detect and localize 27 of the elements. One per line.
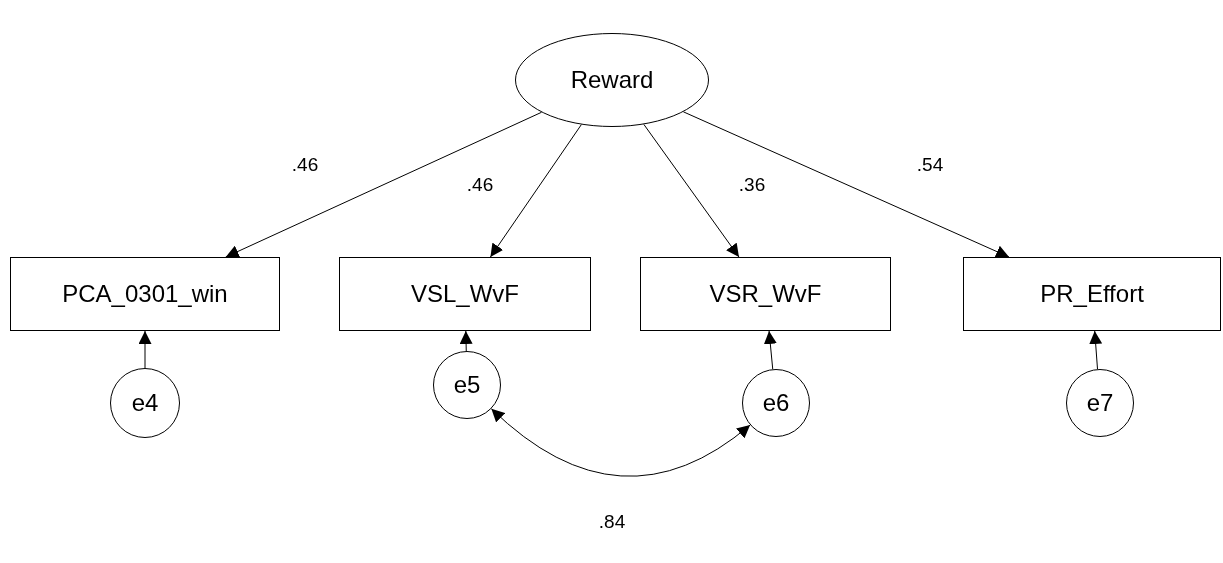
- path-arrow: [682, 111, 1010, 258]
- path-arrow: [489, 124, 582, 258]
- variable-name: VSL_WvF: [411, 280, 519, 308]
- variable-name: e5: [453, 371, 481, 399]
- latent-variable-ellipse: [515, 33, 709, 127]
- observed-variable-box: [963, 257, 1221, 331]
- observed-variable-box: [640, 257, 891, 331]
- variable-name: e7: [1086, 389, 1114, 417]
- path-arrow: [643, 123, 740, 258]
- path-arrow: [225, 111, 543, 258]
- variable-name: Reward: [570, 66, 654, 94]
- path-arrow: [459, 330, 473, 352]
- path-arrow: [138, 330, 152, 369]
- variable-name: PCA_0301_win: [62, 280, 228, 308]
- error-term-circle: [110, 368, 180, 438]
- variable-name: PR_Effort: [1040, 280, 1144, 308]
- observed-variable-box: [339, 257, 591, 331]
- variable-name: e6: [762, 389, 790, 417]
- error-term-circle: [742, 369, 810, 437]
- covariance-arrow: [490, 408, 751, 477]
- variable-name: VSR_WvF: [709, 280, 822, 308]
- observed-variable-box: [10, 257, 280, 331]
- path-arrow: [763, 330, 777, 370]
- error-term-circle: [433, 351, 501, 419]
- variable-name: e4: [131, 389, 159, 417]
- path-arrow: [1089, 330, 1103, 370]
- error-term-circle: [1066, 369, 1134, 437]
